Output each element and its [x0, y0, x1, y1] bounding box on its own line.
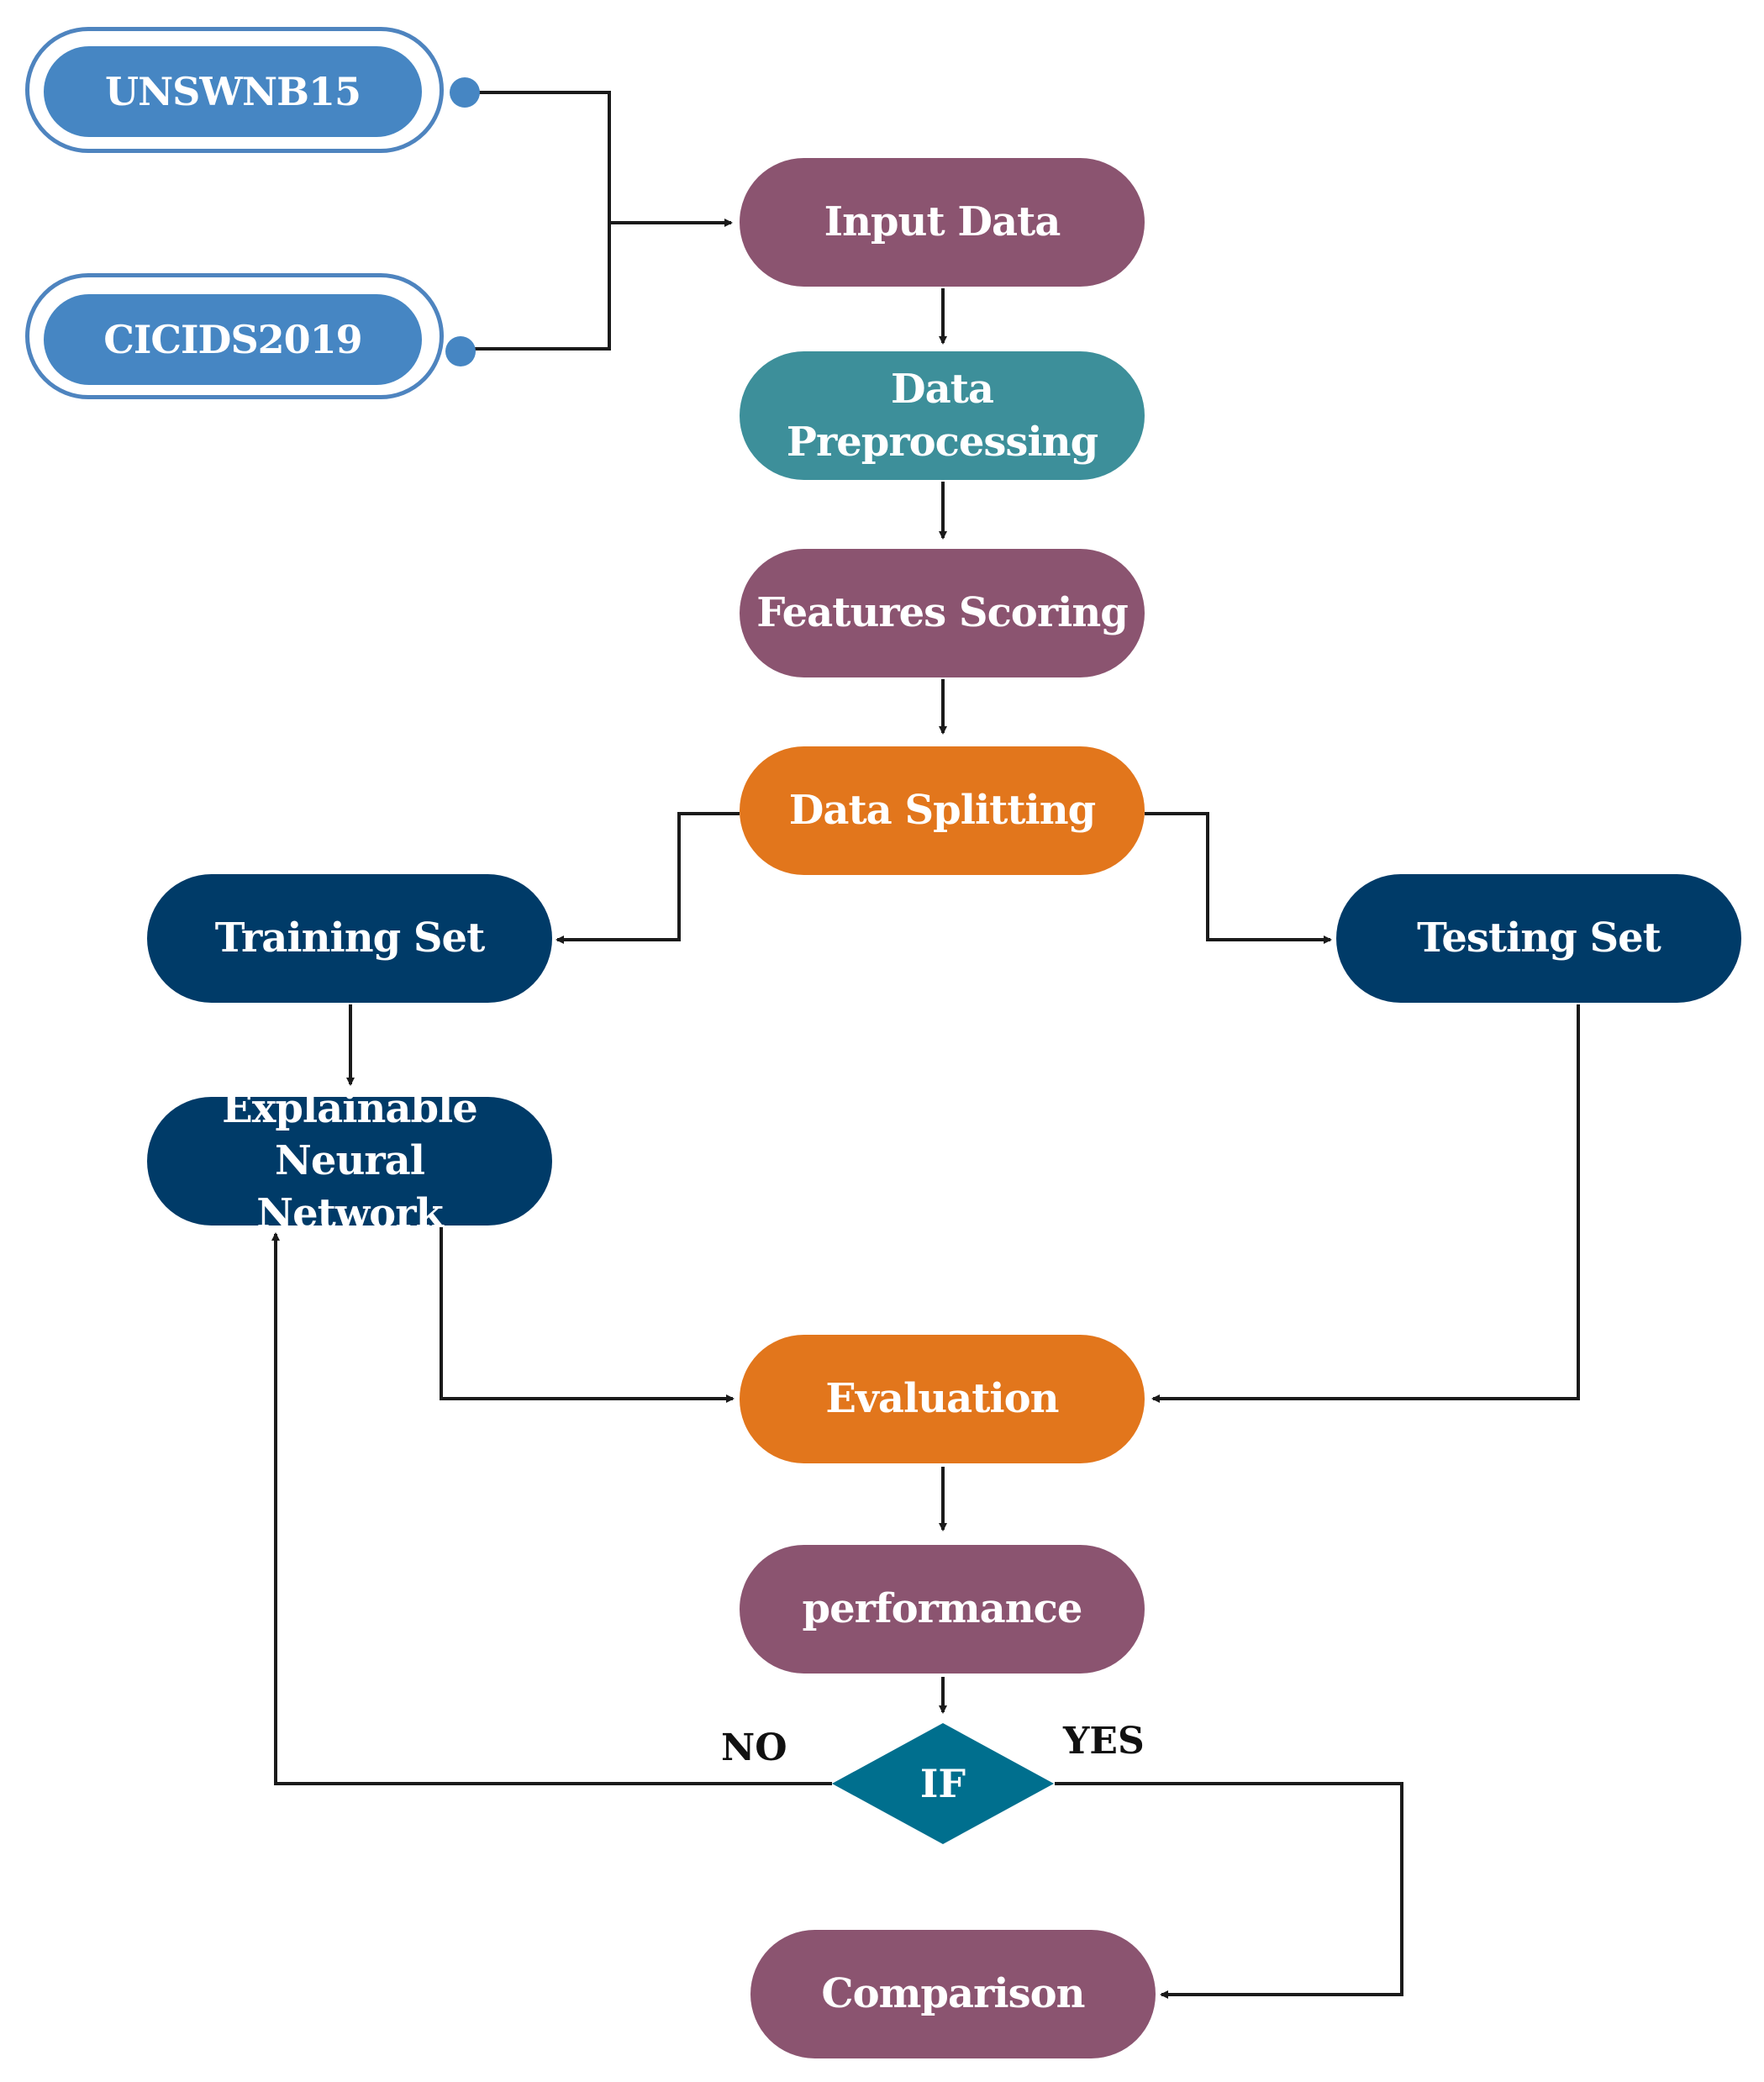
node-data-splitting-label: Data Splitting: [788, 787, 1096, 835]
node-testing-set: Testing Set: [1336, 874, 1741, 1003]
decision-diamond: [832, 1723, 1054, 1844]
edge-splitting-to-testing: [1145, 812, 1332, 944]
node-xnn-label-line1: Explainable Neural: [222, 1084, 478, 1185]
node-input-data: Input Data: [740, 158, 1145, 287]
node-performance-label: performance: [802, 1585, 1083, 1633]
edge-splitting-to-training: [556, 812, 740, 944]
node-performance: performance: [740, 1545, 1145, 1674]
edge-cicids-to-input: [471, 223, 611, 351]
dataset-unswnb15-label: UNSWNB15: [105, 69, 361, 114]
node-data-splitting: Data Splitting: [740, 746, 1145, 875]
node-features-scoring: Features Scoring: [740, 549, 1145, 677]
dataset-cicids2019-connector-dot: [445, 336, 476, 366]
dataset-cicids2019: CICIDS2019: [44, 294, 422, 385]
edge-xnn-to-evaluation: [440, 1227, 735, 1403]
decision-text: IF: [919, 1761, 966, 1806]
edge-testing-to-evaluation: [1151, 1004, 1580, 1403]
edge-decision-yes-to-comparison: [1055, 1782, 1403, 1999]
dataset-unswnb15: UNSWNB15: [44, 46, 422, 137]
node-training-set: Training Set: [147, 874, 552, 1003]
node-input-data-label: Input Data: [824, 198, 1061, 246]
node-testing-set-label: Testing Set: [1417, 914, 1661, 962]
edge-label-yes: YES: [1063, 1720, 1145, 1763]
node-comparison: Comparison: [750, 1930, 1156, 2058]
node-data-preprocessing-label: Data Preprocessing: [786, 366, 1098, 466]
dataset-unswnb15-connector-dot: [450, 77, 480, 108]
dataset-cicids2019-label: CICIDS2019: [103, 317, 362, 362]
decision-label: IF: [882, 1750, 1003, 1817]
node-data-preprocessing: Data Preprocessing: [740, 351, 1145, 480]
node-training-set-label: Training Set: [214, 914, 486, 962]
node-evaluation: Evaluation: [740, 1335, 1145, 1463]
edge-label-no: NO: [721, 1726, 787, 1769]
node-features-scoring-label: Features Scoring: [756, 589, 1129, 637]
node-comparison-label: Comparison: [821, 1970, 1085, 2018]
node-explainable-neural-network: Explainable Neural Network: [147, 1085, 552, 1237]
node-xnn-label-line2: Network: [256, 1189, 443, 1237]
edge-decision-no-to-xnn: [271, 1232, 832, 1785]
edge-unswnb15-to-input: [477, 91, 611, 223]
node-evaluation-label: Evaluation: [825, 1375, 1059, 1423]
